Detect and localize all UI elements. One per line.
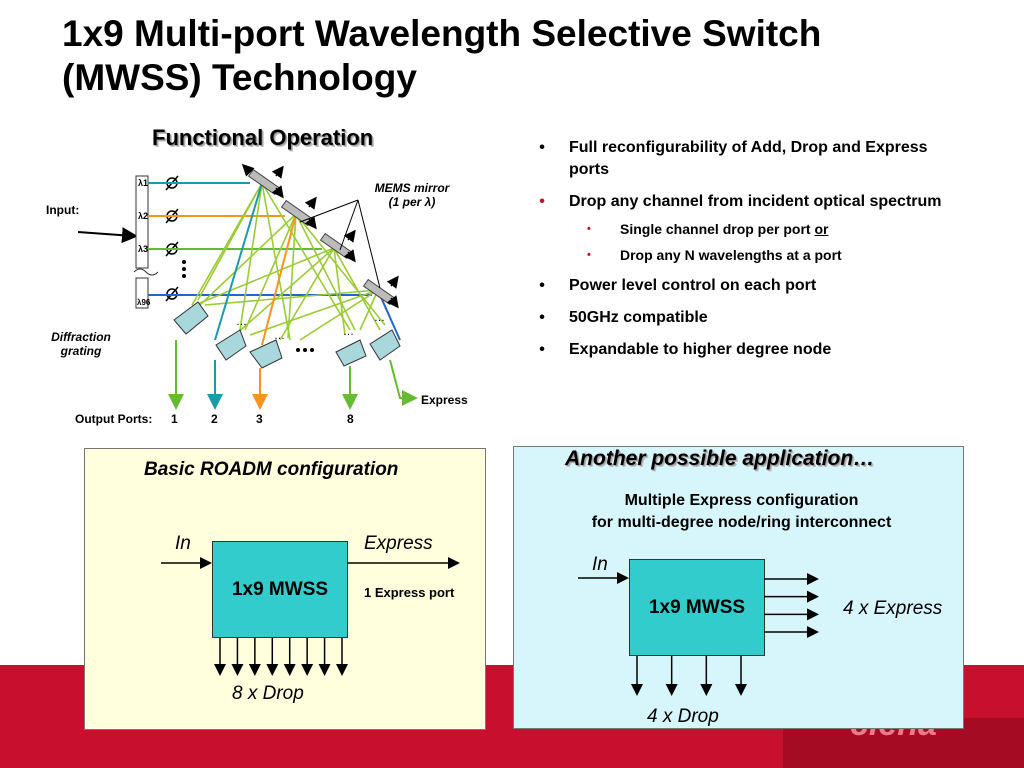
ellipsis-4: … xyxy=(374,312,385,324)
functional-diagram xyxy=(77,163,418,410)
left-in-label: In xyxy=(175,533,191,554)
ellipsis-2: … xyxy=(274,330,285,342)
another-application-panel: Another possible application… Multiple E… xyxy=(513,446,964,729)
right-express-label: 4 x Express xyxy=(843,598,943,619)
reflected-beams xyxy=(191,182,386,341)
port-number-1: 1 xyxy=(171,412,178,426)
express-port-label: 1 Express port xyxy=(364,585,455,600)
lambda-2-label: λ2 xyxy=(138,211,149,221)
output-ports-label: Output Ports: xyxy=(75,412,153,426)
basic-roadm-title: Basic ROADM configuration xyxy=(144,459,399,480)
lambda-96-label: λ96 xyxy=(137,298,151,307)
basic-roadm-panel: Basic ROADM configuration In Express 1x9… xyxy=(84,448,486,730)
left-express-label: Express xyxy=(364,533,433,554)
diffraction-grating xyxy=(135,175,149,269)
port-number-2: 2 xyxy=(211,412,218,426)
mems-mirrors xyxy=(247,168,396,306)
left-drop-label: 8 x Drop xyxy=(232,683,304,704)
port-number-3: 3 xyxy=(256,412,263,426)
lambda-1-label: λ1 xyxy=(138,178,149,188)
bullet-item: •Expandable to higher degree node xyxy=(539,341,832,358)
port-number-8: 8 xyxy=(347,412,354,426)
ellipsis-3: … xyxy=(343,326,354,338)
right-drop-label: 4 x Drop xyxy=(647,706,719,727)
bullet-item: •Power level control on each port xyxy=(539,277,817,294)
feature-bullet-list: •Full reconfigurability of Add, Drop and… xyxy=(535,137,965,371)
right-in-label: In xyxy=(592,554,608,575)
bullet-item: •50GHz compatible xyxy=(539,309,708,326)
bullet-item: •Full reconfigurability of Add, Drop and… xyxy=(539,139,928,178)
diffraction-grating-label: Diffraction grating xyxy=(51,330,111,358)
mems-mirror-label: MEMS mirror (1 per λ) xyxy=(374,181,450,209)
express-output-label: Express xyxy=(421,393,468,407)
slide-title: 1x9 Multi-port Wavelength Selective Swit… xyxy=(62,12,982,100)
sub-bullet-item: •Drop any N wavelengths at a port xyxy=(587,247,842,263)
functional-operation-heading: Functional Operation xyxy=(152,125,374,150)
ellipsis-1: … xyxy=(236,316,247,328)
lens-icons xyxy=(165,175,179,302)
sub-bullet-item: •Single channel drop per port or xyxy=(587,221,829,237)
output-funnels xyxy=(173,301,401,369)
bullet-item: •Drop any channel from incident optical … xyxy=(539,193,942,210)
multiple-express-subtitle: Multiple Express configuration for multi… xyxy=(591,492,892,531)
slide-title-line-1: 1x9 Multi-port Wavelength Selective Swit… xyxy=(62,13,822,54)
lambda-3-label: λ3 xyxy=(138,244,149,254)
diffraction-grating-lower xyxy=(135,277,149,309)
input-arrow xyxy=(77,227,138,244)
right-panel-arrows xyxy=(578,572,819,696)
right-mwss-box: 1x9 MWSS xyxy=(629,559,765,656)
left-mwss-box: 1x9 MWSS xyxy=(212,541,348,638)
input-label: Input: xyxy=(46,203,80,217)
left-panel-arrows xyxy=(161,557,460,676)
another-application-title: Another possible application… xyxy=(565,447,875,470)
slide-title-line-2: (MWSS) Technology xyxy=(62,57,417,98)
